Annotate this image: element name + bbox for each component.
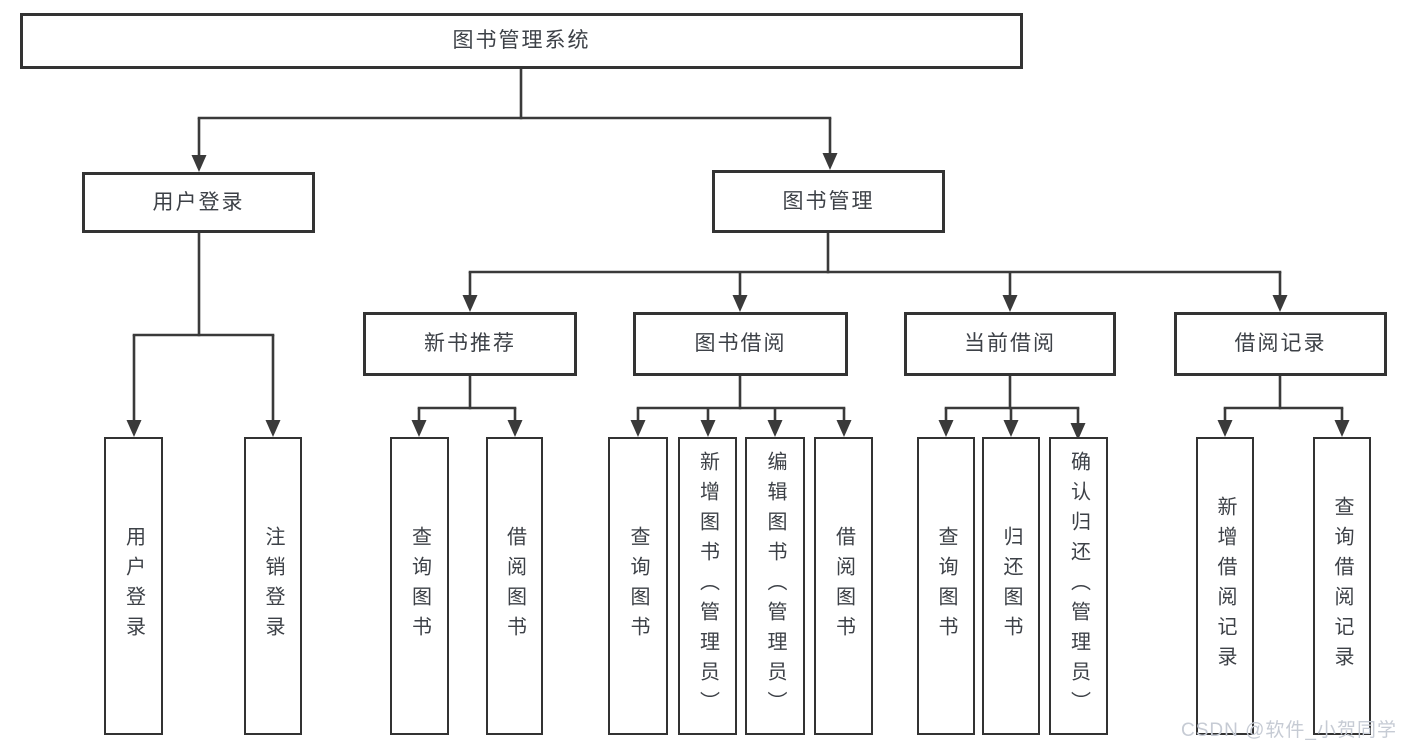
- arrowhead-icon: [1003, 420, 1019, 437]
- arrowhead-icon: [700, 420, 716, 437]
- node-leaf-add-borrow-record: 新增借阅记录: [1196, 437, 1254, 735]
- arrowhead-icon: [191, 155, 207, 172]
- node-branch-user-login: 用户登录: [82, 172, 315, 233]
- arrowhead-icon: [1334, 420, 1350, 437]
- node-leaf-user-login: 用户登录: [104, 437, 163, 735]
- node-leaf-return-book: 归还图书: [982, 437, 1040, 735]
- node-group-borrow-record: 借阅记录: [1174, 312, 1387, 376]
- node-branch-book-management: 图书管理: [712, 170, 945, 233]
- node-leaf-query-borrow-record: 查询借阅记录: [1313, 437, 1371, 735]
- arrowhead-icon: [630, 420, 646, 437]
- arrowhead-icon: [1002, 295, 1018, 312]
- node-leaf-query-book-borrow: 查询图书: [608, 437, 668, 735]
- node-leaf-add-book-admin: 新增图书（管理员）: [678, 437, 737, 735]
- node-root-system: 图书管理系统: [20, 13, 1023, 69]
- node-group-new-book-recommend: 新书推荐: [363, 312, 577, 376]
- node-group-current-borrow: 当前借阅: [904, 312, 1116, 376]
- node-leaf-query-book-current: 查询图书: [917, 437, 975, 735]
- node-group-book-borrow: 图书借阅: [633, 312, 848, 376]
- arrowhead-icon: [126, 420, 142, 437]
- node-leaf-logout: 注销登录: [244, 437, 302, 735]
- arrowhead-icon: [1070, 423, 1086, 440]
- node-leaf-borrow-book-recommend: 借阅图书: [486, 437, 543, 735]
- arrowhead-icon: [507, 420, 523, 437]
- node-leaf-borrow-book: 借阅图书: [814, 437, 873, 735]
- arrowhead-icon: [938, 420, 954, 437]
- arrowhead-icon: [822, 153, 838, 170]
- arrowhead-icon: [767, 420, 783, 437]
- arrowhead-icon: [1217, 420, 1233, 437]
- node-leaf-query-book-recommend: 查询图书: [390, 437, 449, 735]
- arrowhead-icon: [462, 295, 478, 312]
- node-leaf-confirm-return-admin: 确认归还（管理员）: [1049, 437, 1108, 735]
- arrowhead-icon: [836, 420, 852, 437]
- arrowhead-icon: [1272, 295, 1288, 312]
- arrowhead-icon: [411, 420, 427, 437]
- node-leaf-edit-book-admin: 编辑图书（管理员）: [745, 437, 805, 735]
- arrowhead-icon: [732, 295, 748, 312]
- arrowhead-icon: [265, 420, 281, 437]
